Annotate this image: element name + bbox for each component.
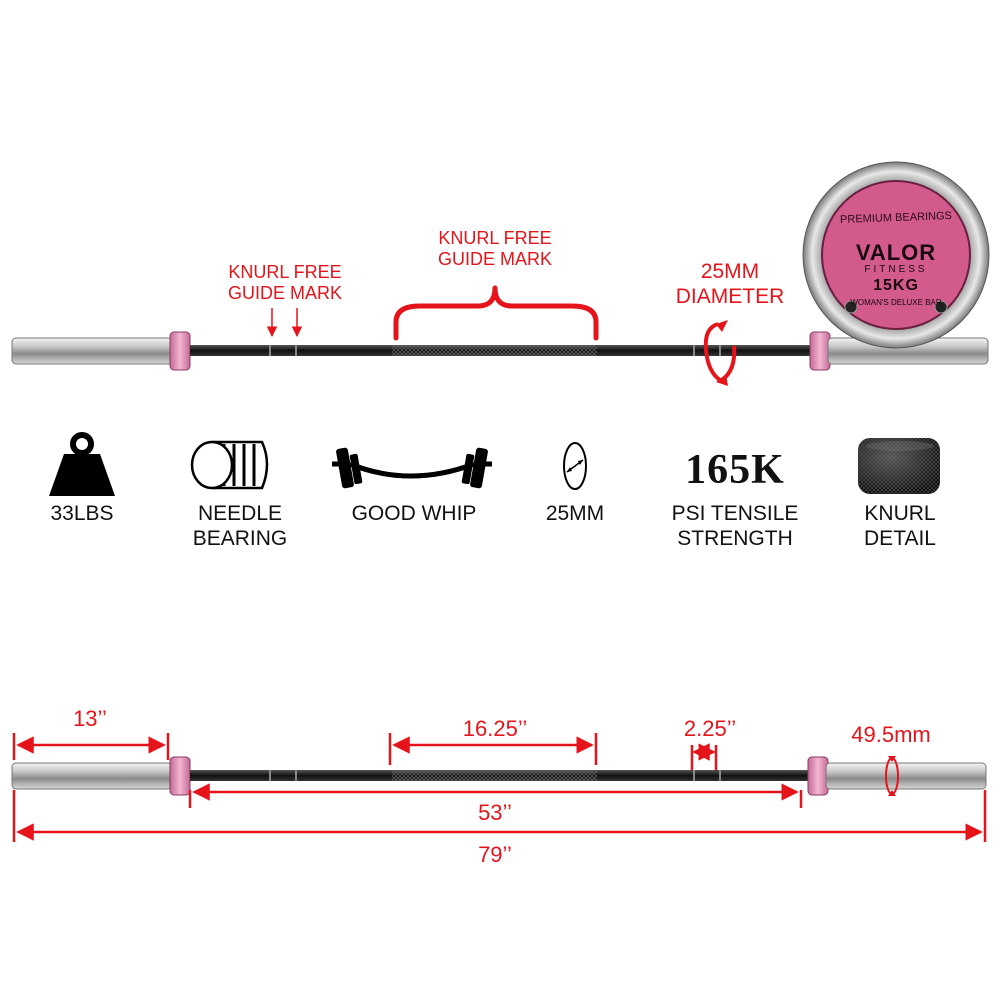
needle-bearing-icon — [190, 440, 269, 490]
end-cap-bottom-text: WOMAN'S DELUXE BAR — [850, 298, 942, 307]
weight-icon — [49, 432, 115, 496]
feature-tensile: PSI TENSILE STRENGTH — [671, 502, 799, 550]
diameter-icon — [563, 442, 587, 490]
feature-weight: 33LBS — [50, 502, 114, 525]
left-collar — [169, 331, 191, 371]
right-collar — [809, 331, 831, 371]
rotation-arrow-icon — [703, 320, 737, 386]
feature-good-whip: GOOD WHIP — [351, 502, 477, 525]
end-cap-brand: VALOR — [855, 240, 937, 265]
knurl-icon — [858, 438, 940, 494]
diameter-label: 25MM DIAMETER — [675, 260, 785, 308]
dim-center-knurl: 16.25’’ — [462, 716, 528, 741]
feature-diameter: 25MM — [545, 502, 605, 525]
sleeve-diameter-marker — [885, 756, 899, 796]
guide-mark-center-label: KNURL FREE GUIDE MARK — [437, 228, 552, 270]
center-brace — [393, 285, 599, 341]
dimension-lines — [12, 733, 987, 842]
bottom-barbell — [11, 756, 987, 796]
center-knurl — [392, 345, 597, 356]
barbell-whip-icon — [332, 447, 492, 489]
dim-shaft-length: 53’’ — [478, 800, 512, 825]
top-barbell — [11, 331, 989, 371]
end-cap-sub-brand: FITNESS — [864, 264, 928, 275]
dim-sleeve-length: 13’’ — [73, 706, 107, 731]
feature-needle-bearing: NEEDLE BEARING — [192, 502, 288, 550]
feature-knurl: KNURL DETAIL — [864, 502, 936, 550]
dim-sleeve-diameter: 49.5mm — [851, 722, 931, 747]
dim-guide-gap: 2.25’’ — [683, 716, 737, 741]
dim-total-length: 79’’ — [478, 842, 512, 867]
guide-mark-left-label: KNURL FREE GUIDE MARK — [227, 262, 342, 304]
feature-tensile-headline: 165K — [685, 447, 785, 493]
end-cap — [802, 161, 990, 349]
left-sleeve — [11, 337, 173, 365]
end-cap-weight: 15KG — [873, 277, 919, 294]
